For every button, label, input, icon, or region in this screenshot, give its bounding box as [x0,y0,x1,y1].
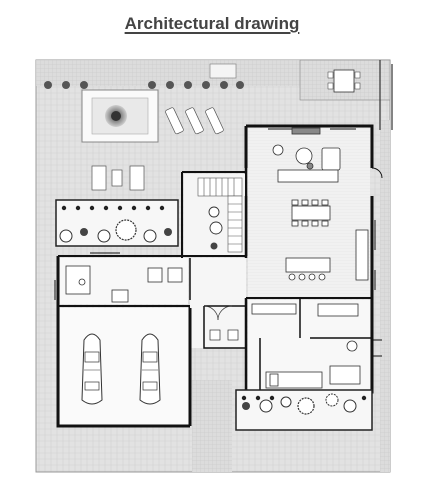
tree-icon [242,402,250,410]
tree-icon [62,81,70,89]
tree-icon [210,242,218,250]
tree-icon [280,396,292,408]
sun-lounger-icon [185,107,204,135]
tree-icon [259,399,273,413]
hall-plants [208,206,223,250]
bar-counter [285,257,331,273]
car-icon [139,333,161,405]
tree-icon [143,229,157,243]
tree-icon [103,205,109,211]
tree-icon [159,205,165,211]
tree-icon [131,205,137,211]
dining-table [291,205,331,221]
cabinet [147,267,163,283]
tree-icon [117,205,123,211]
staircase [197,177,243,253]
stock-id-vertical: 540010683 [2,388,16,488]
tree-icon [59,229,73,243]
round-table [295,147,313,165]
garden-bed-left [55,199,179,247]
paving-strip [380,120,390,472]
tree-icon [209,221,223,235]
desk [65,265,91,295]
tree-icon [80,228,88,236]
living-room-furniture [272,127,369,281]
fireplace [291,127,321,135]
tree-icon [80,81,88,89]
tree-icon [297,397,315,415]
tree-icon [184,81,192,89]
tree-icon [97,229,111,243]
hall-fixtures [203,305,239,341]
tree-icon [89,205,95,211]
entrance-marks [371,167,383,357]
tree-icon [241,395,247,401]
steps [209,63,237,79]
car-icon [81,333,103,405]
office-furniture [65,265,183,303]
sun-lounger-icon [165,107,184,135]
tree-icon [343,399,357,413]
tree-icon [115,219,137,241]
tree-icon [61,205,67,211]
tree-icon [148,81,156,89]
tree-icon [202,81,210,89]
sun-lounger-group [165,107,224,135]
wc [167,267,183,283]
tree-icon [44,81,52,89]
page-title: Architectural drawing [124,14,300,33]
garage-floor [60,308,189,425]
tree-icon [255,395,261,401]
tree-icon [208,206,220,218]
sofa-icon [321,147,341,171]
tree-icon [269,395,275,401]
bed-icon [265,371,323,389]
wardrobe [251,303,297,315]
tree-icon [75,205,81,211]
tree-icon [166,81,174,89]
bedroom-furniture [251,303,361,389]
terrace-edge [379,60,393,130]
outdoor-table [327,69,361,93]
tree-icon [164,228,172,236]
armchair [272,144,284,156]
tree-icon [325,393,339,407]
pool [81,89,159,143]
tree-icon [220,81,228,89]
sun-lounger-icon [205,107,224,135]
tree-icon [145,205,151,211]
tree-row-top [44,81,244,89]
paving-strip [192,380,232,472]
windows [54,125,376,300]
tree-icon [361,395,367,401]
tree-icon [236,81,244,89]
armchair [111,289,129,303]
bath [317,303,359,317]
patio-chairs [91,165,145,191]
kitchen-island [277,169,339,183]
garden-bed-bottom [235,389,373,431]
sideboard [355,229,369,281]
